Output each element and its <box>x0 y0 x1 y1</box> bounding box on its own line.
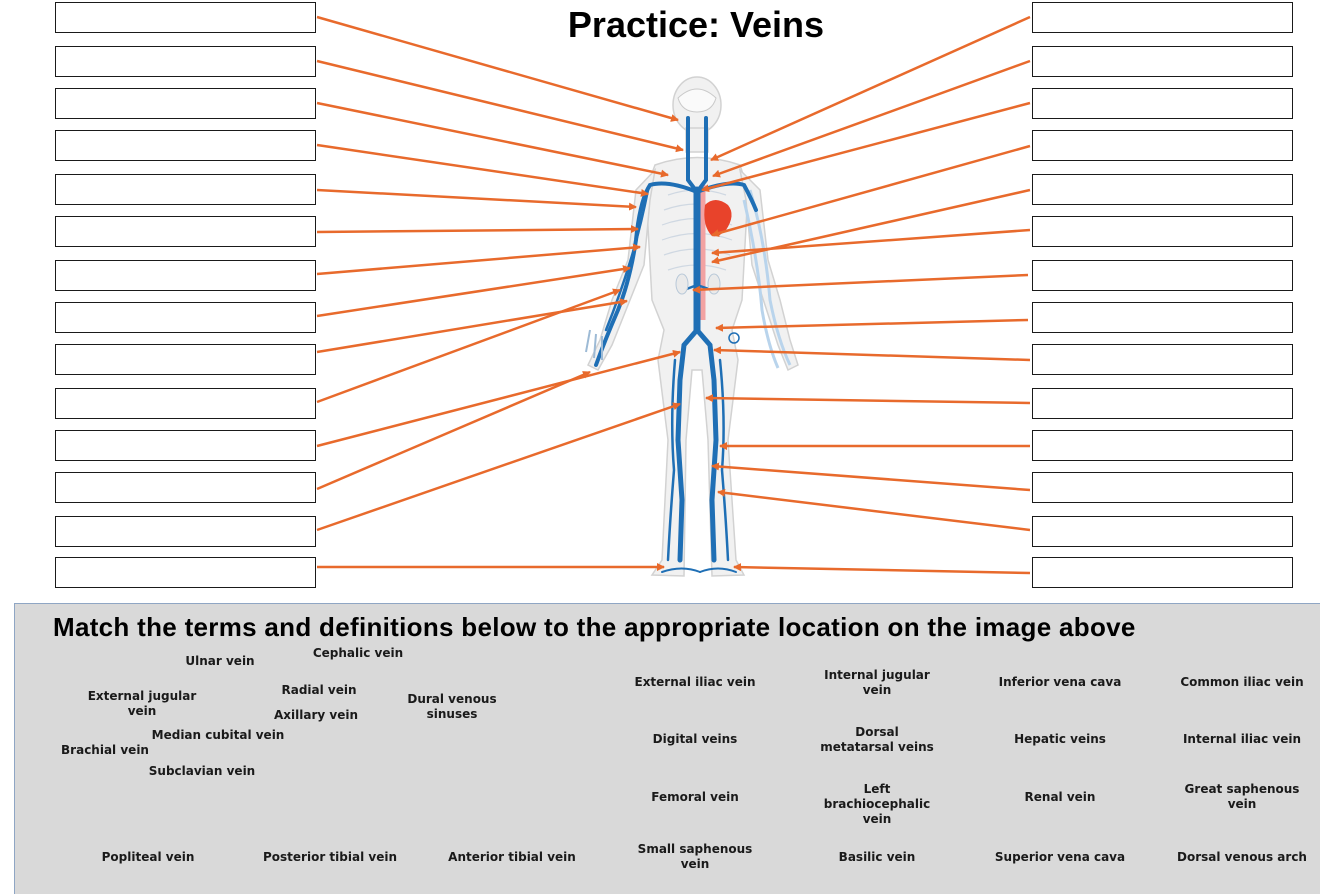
answer-box-right-12[interactable] <box>1032 472 1293 503</box>
page-title: Practice: Veins <box>567 4 825 45</box>
term-card[interactable]: Axillary vein <box>274 708 358 722</box>
answer-box-left-9[interactable] <box>55 344 316 375</box>
answer-box-left-2[interactable] <box>55 46 316 77</box>
vein-diagram <box>316 15 1031 577</box>
term-card[interactable]: Femoral vein <box>651 790 739 804</box>
answer-box-right-5[interactable] <box>1032 174 1293 205</box>
heart-shape <box>704 200 732 237</box>
term-card[interactable]: External jugular vein <box>87 689 197 718</box>
human-body-figure <box>585 76 799 577</box>
term-card[interactable]: Cephalic vein <box>312 646 404 660</box>
answer-box-right-4[interactable] <box>1032 130 1293 161</box>
answer-box-left-4[interactable] <box>55 130 316 161</box>
answer-box-left-11[interactable] <box>55 430 316 461</box>
term-card[interactable]: Dorsal metatarsal veins <box>820 725 934 754</box>
term-card[interactable]: Dorsal venous arch <box>1177 850 1307 864</box>
answer-box-left-14[interactable] <box>55 557 316 588</box>
answer-box-right-11[interactable] <box>1032 430 1293 461</box>
term-card[interactable]: Superior vena cava <box>994 850 1126 864</box>
answer-box-right-3[interactable] <box>1032 88 1293 119</box>
term-card[interactable]: Left brachiocephalic vein <box>823 782 931 826</box>
answer-box-left-7[interactable] <box>55 260 316 291</box>
answer-box-left-6[interactable] <box>55 216 316 247</box>
term-card[interactable]: Internal jugular vein <box>824 668 930 697</box>
term-card[interactable]: Subclavian vein <box>148 764 256 778</box>
answer-box-right-2[interactable] <box>1032 46 1293 77</box>
term-card[interactable]: Great saphenous vein <box>1184 782 1300 811</box>
answer-box-right-1[interactable] <box>1032 2 1293 33</box>
answer-box-right-6[interactable] <box>1032 216 1293 247</box>
answer-box-left-3[interactable] <box>55 88 316 119</box>
answer-box-right-8[interactable] <box>1032 302 1293 333</box>
answer-box-left-8[interactable] <box>55 302 316 333</box>
answer-box-left-10[interactable] <box>55 388 316 419</box>
term-card[interactable]: Hepatic veins <box>1014 732 1106 746</box>
term-card[interactable]: Dural venous sinuses <box>407 692 497 721</box>
answer-box-left-12[interactable] <box>55 472 316 503</box>
answer-box-right-10[interactable] <box>1032 388 1293 419</box>
instructions-heading: Match the terms and definitions below to… <box>53 612 1136 642</box>
answer-box-left-1[interactable] <box>55 2 316 33</box>
term-card[interactable]: Internal iliac vein <box>1182 732 1302 746</box>
answer-box-right-14[interactable] <box>1032 557 1293 588</box>
term-card[interactable]: Digital veins <box>652 732 738 746</box>
answer-box-right-9[interactable] <box>1032 344 1293 375</box>
answer-box-left-13[interactable] <box>55 516 316 547</box>
term-card[interactable]: Small saphenous vein <box>637 842 753 871</box>
term-card[interactable]: Median cubital vein <box>151 728 285 742</box>
term-card[interactable]: Renal vein <box>1024 790 1096 804</box>
term-card[interactable]: Anterior tibial vein <box>448 850 576 864</box>
leader-lines-right <box>692 15 1031 575</box>
leader-lines-left <box>316 15 684 571</box>
term-card[interactable]: Radial vein <box>281 683 357 697</box>
term-bank-panel: Match the terms and definitions below to… <box>14 603 1320 894</box>
term-card[interactable]: Brachial vein <box>61 743 149 757</box>
answer-box-right-13[interactable] <box>1032 516 1293 547</box>
term-card[interactable]: External iliac vein <box>634 675 756 689</box>
answer-box-right-7[interactable] <box>1032 260 1293 291</box>
term-card[interactable]: Ulnar vein <box>185 654 255 668</box>
term-card[interactable]: Basilic vein <box>838 850 916 864</box>
term-card[interactable]: Posterior tibial vein <box>263 850 397 864</box>
answer-box-left-5[interactable] <box>55 174 316 205</box>
term-card[interactable]: Popliteal vein <box>101 850 195 864</box>
term-card[interactable]: Inferior vena cava <box>998 675 1122 689</box>
term-card[interactable]: Common iliac vein <box>1180 675 1304 689</box>
